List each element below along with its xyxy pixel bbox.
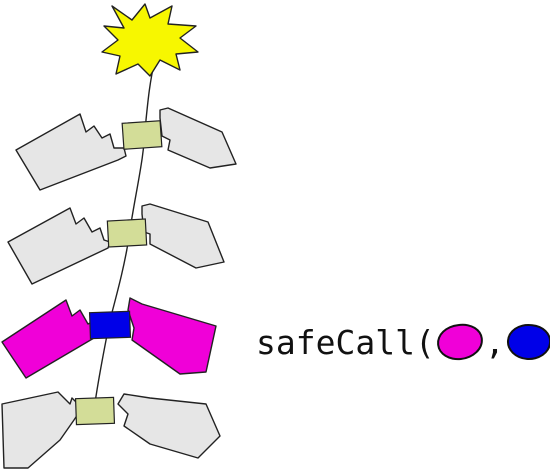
left-paper-piece xyxy=(1,299,99,379)
separator: , xyxy=(484,322,505,362)
magenta-blob-icon xyxy=(435,321,485,363)
left-paper-piece xyxy=(15,113,127,191)
knot xyxy=(106,218,148,248)
star-burst xyxy=(101,3,199,77)
segment-4 xyxy=(1,391,221,469)
right-paper-piece xyxy=(141,203,225,269)
right-paper-piece xyxy=(159,107,237,169)
blue-blob-icon xyxy=(505,322,550,362)
segment-2 xyxy=(7,203,225,285)
left-paper-piece xyxy=(1,391,81,469)
right-paper-piece xyxy=(117,393,221,459)
right-paper-piece xyxy=(127,297,217,375)
open-paren: ( xyxy=(414,322,435,362)
knot xyxy=(88,310,132,340)
knot xyxy=(121,120,163,150)
segment-1 xyxy=(15,107,237,191)
safe-call-expression: safeCall ( , ) xyxy=(256,318,550,366)
function-name: safeCall xyxy=(256,322,415,362)
left-paper-piece xyxy=(7,207,111,285)
knot xyxy=(74,396,116,426)
segment-3-highlighted xyxy=(1,297,217,379)
